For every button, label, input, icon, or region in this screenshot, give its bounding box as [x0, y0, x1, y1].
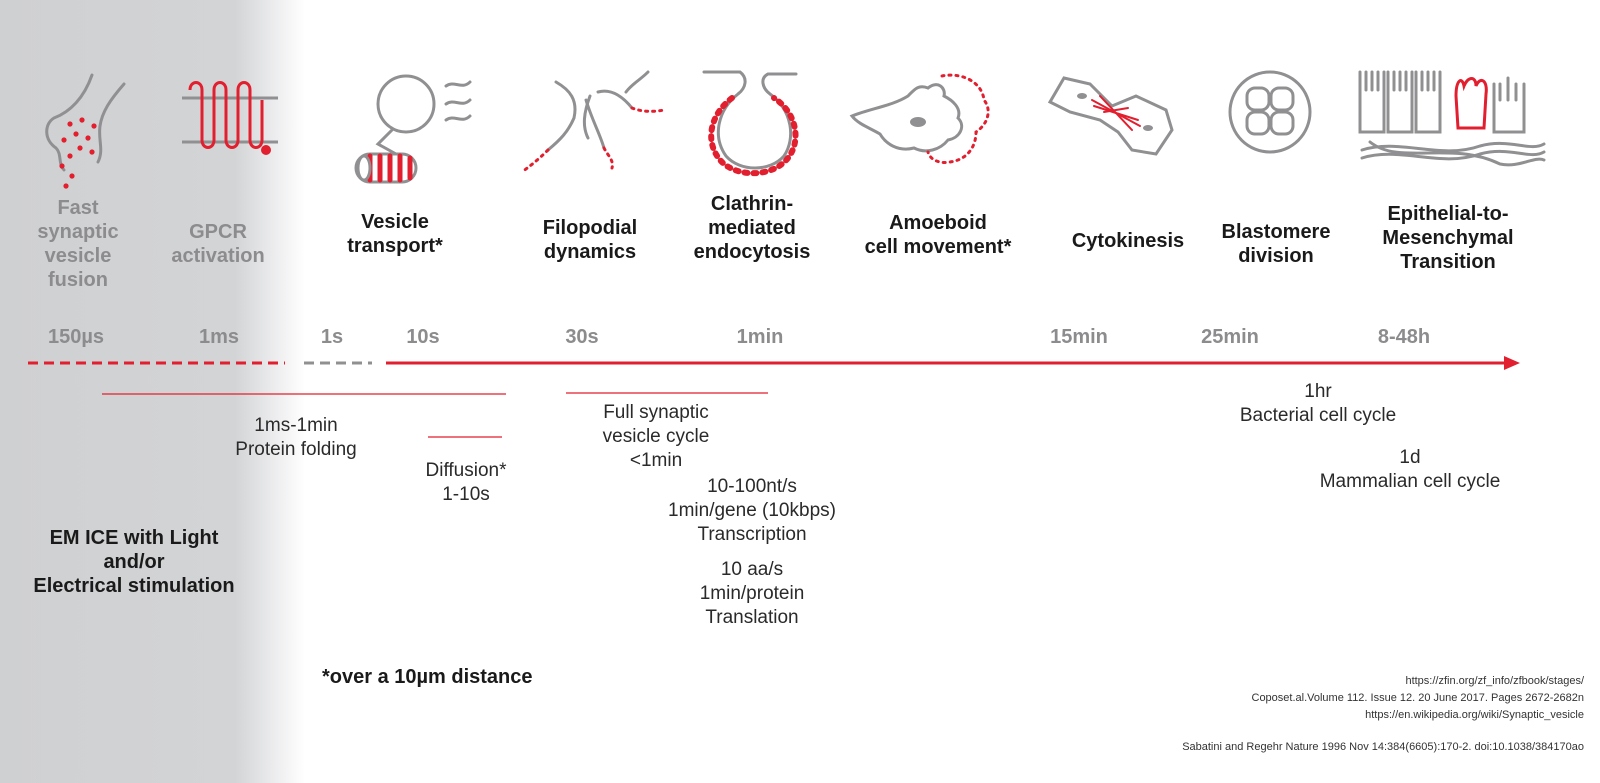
process-cytokinesis: Cytokinesis [1071, 230, 1185, 252]
timescale-label: 10s [406, 326, 440, 348]
synapse-icon [45, 73, 126, 189]
vesicle-transport-icon [354, 74, 472, 184]
range-mammalian-cell-cycle: 1d Mammalian cell cycle [1319, 447, 1501, 492]
process-clathrin-mediated-endocytosis: Clathrin- mediated endocytosis [693, 193, 811, 263]
process-gpcr-activation: GPCR activation [171, 221, 265, 267]
amoeboid-cell-icon [849, 73, 990, 164]
reference-coposet: Coposet.al.Volume 112. Issue 12. 20 June… [1251, 692, 1585, 704]
range-transcription: 10-100nt/s 1min/gene (10kbps) Transcript… [668, 476, 836, 545]
process-blastomere-division: Blastomere division [1221, 221, 1331, 267]
range-bacterial-cell-cycle: 1hr Bacterial cell cycle [1239, 381, 1397, 426]
timescale-label: 25min [1201, 326, 1259, 348]
process-epithelial-to-mesenchymal-transition: Epithelial-to- Mesenchymal Transition [1382, 203, 1514, 273]
process-fast-synaptic-vesicle-fusion: Fast synaptic vesicle fusion [37, 197, 119, 291]
process-filopodial-dynamics: Filopodial dynamics [542, 217, 638, 263]
timeline-axis [28, 356, 1520, 370]
timescale-label: 1min [736, 326, 784, 348]
blastomere-icon [1228, 70, 1312, 154]
timeline-arrowhead [1504, 356, 1520, 370]
endocytosis-icon [702, 70, 799, 177]
footnote: *over a 10µm distance [322, 666, 533, 688]
em-ice-label: EM ICE with Light and/or Electrical stim… [33, 527, 235, 597]
range-protein-folding: 1ms-1min Protein folding [235, 415, 357, 460]
range-synaptic-vesicle-cycle: Full synaptic vesicle cycle <1min [602, 402, 710, 471]
range-translation: 10 aa/s 1min/protein Translation [699, 559, 805, 628]
reference-sabatini: Sabatini and Regehr Nature 1996 Nov 14:3… [1182, 741, 1584, 753]
emt-icon [1358, 70, 1546, 167]
cytokinesis-icon [1047, 76, 1174, 156]
gpcr-icon [182, 81, 278, 155]
timescale-label: 8-48h [1377, 326, 1431, 348]
timescale-label: 30s [565, 326, 599, 348]
range-diffusion: Diffusion* 1-10s [425, 460, 507, 505]
process-amoeboid-cell-movement: Amoeboid cell movement* [864, 212, 1012, 258]
timescale-label: 150µs [47, 326, 105, 348]
timescale-label: 1ms [198, 326, 240, 348]
reference-wikipedia: https://en.wikipedia.org/wiki/Synaptic_v… [1365, 709, 1584, 721]
reference-zfin: https://zfin.org/zf_info/zfbook/stages/ [1405, 675, 1584, 687]
timescale-label: 15min [1050, 326, 1108, 348]
timescale-label: 1s [320, 326, 344, 348]
process-vesicle-transport: Vesicle transport* [347, 211, 443, 257]
filopodia-icon [520, 70, 666, 174]
